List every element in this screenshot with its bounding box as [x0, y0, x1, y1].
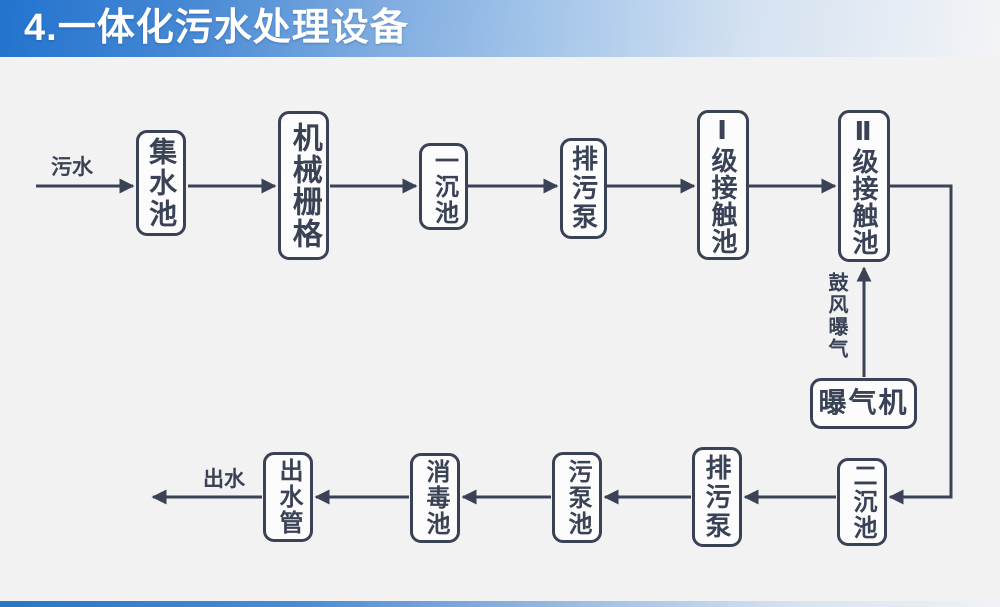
- flow-arrows: [36, 178, 953, 505]
- node-primary-sedimentation-tank: 一沉池: [419, 143, 468, 230]
- slide-header: 4.一体化污水处理设备: [0, 0, 1000, 57]
- node-sewage-pump-tank: 污泵池: [552, 452, 602, 543]
- node-sewage-pump-top: 排污泵: [560, 138, 607, 239]
- node-sewage-pump-bottom: 排污泵: [692, 447, 742, 547]
- bottom-accent-bar: [0, 601, 1000, 607]
- node-collection-tank: 集水池: [136, 130, 186, 236]
- flow-diagram: 集水池 机械栅格 一沉池 排污泵 Ⅰ级接触池 Ⅱ级接触池 曝气机 二沉池 排污泵…: [0, 57, 1000, 601]
- node-outlet-pipe: 出水管: [263, 452, 313, 542]
- label-outflow: 出水: [203, 468, 245, 491]
- node-secondary-sedimentation-tank: 二沉池: [837, 458, 887, 546]
- node-stage2-contact-tank: Ⅱ级接触池: [838, 110, 890, 262]
- node-stage1-contact-tank: Ⅰ级接触池: [697, 110, 749, 260]
- node-aerator: 曝气机: [810, 378, 917, 429]
- label-inflow: 污水: [51, 156, 93, 179]
- connector-stage2-to-secondary: [888, 184, 953, 505]
- node-disinfection-tank: 消毒池: [410, 453, 460, 543]
- label-blast-aeration: 鼓风曝气: [825, 272, 847, 360]
- node-mechanical-screen: 机械栅格: [278, 111, 329, 260]
- slide-title: 4.一体化污水处理设备: [24, 7, 409, 49]
